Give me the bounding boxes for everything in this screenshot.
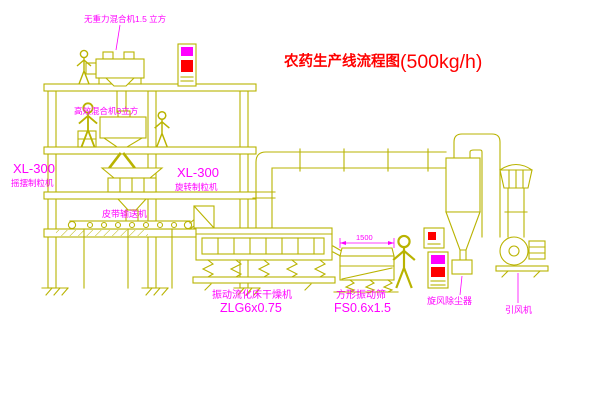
ground-hatch — [41, 287, 261, 296]
label-cyclone: 旋风除尘器 — [427, 295, 472, 306]
label-dryer-model: ZLG6x0.75 — [220, 301, 282, 315]
high-efficiency-mixer — [77, 110, 147, 169]
worker-figure-3 — [153, 110, 171, 148]
leader-lines — [115, 24, 519, 303]
label-mixer-mid: 高效混合机3立方 — [74, 106, 138, 116]
label-granulator-mid-model: XL-300 — [177, 165, 219, 180]
gravity-free-mixer — [85, 51, 145, 113]
control-cabinet-top — [177, 43, 197, 87]
label-granulator-left-model: XL-300 — [13, 161, 55, 176]
control-cabinet-tall — [427, 251, 449, 289]
label-fan: 引风机 — [505, 304, 532, 315]
belt-conveyor — [67, 212, 207, 289]
label-screen-model: FS0.6x1.5 — [334, 301, 391, 315]
label-granulator-left-name: 摇摆制粒机 — [11, 178, 54, 188]
label-granulator-mid-name: 旋转制粒机 — [175, 182, 218, 192]
label-mixer-top: 无重力混合机1.5 立方 — [84, 14, 166, 24]
induced-draft-fan — [495, 236, 549, 278]
cyclone-dust-collector — [445, 133, 501, 275]
fluid-bed-dryer — [192, 205, 336, 291]
vibrating-screen — [332, 238, 399, 293]
control-cabinet-small — [423, 227, 445, 249]
page-title-capacity: (500kg/h) — [400, 51, 482, 73]
label-dryer-name: 振动流化床干燥机 — [212, 288, 292, 301]
worker-figure-4 — [392, 234, 416, 290]
label-belt-conveyor: 皮带输送机 — [102, 208, 147, 219]
page-title: 农药生产线流程图 — [283, 52, 400, 70]
label-screen-name: 方形振动筛 — [336, 288, 386, 301]
exhaust-duct — [252, 148, 447, 229]
dimension-screen-width: 1500 — [356, 233, 373, 242]
exhaust-stack — [499, 163, 533, 238]
